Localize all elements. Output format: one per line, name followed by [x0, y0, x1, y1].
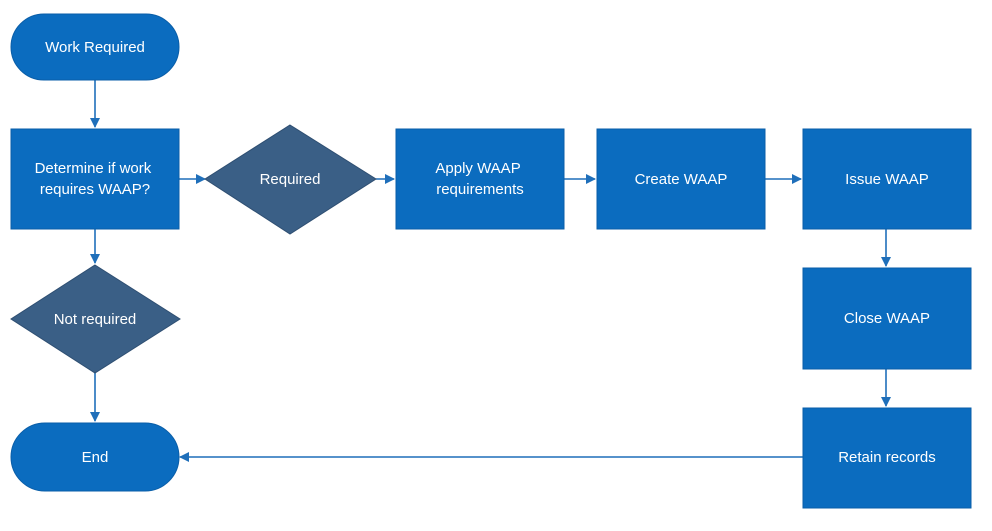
node-issue: Issue WAAP: [802, 128, 972, 230]
process-shape: [802, 407, 972, 509]
terminator-shape: [10, 13, 180, 81]
node-end: End: [10, 422, 180, 492]
terminator-shape: [10, 422, 180, 492]
process-shape: [802, 267, 972, 370]
node-apply-line-2: requirements: [436, 181, 524, 198]
node-work-required: Work Required: [10, 13, 180, 81]
node-work-required-label: Work Required: [45, 39, 145, 56]
node-close: Close WAAP: [802, 267, 972, 370]
decision-shape: [204, 124, 377, 235]
node-determine: Determine if work requires WAAP?: [10, 128, 180, 230]
node-create-label: Create WAAP: [635, 171, 728, 188]
node-required-label: Required: [260, 171, 321, 188]
node-not-required: Not required: [10, 264, 181, 374]
node-determine-line-2: requires WAAP?: [40, 181, 150, 198]
process-shape: [802, 128, 972, 230]
node-apply-line-1: Apply WAAP: [435, 160, 520, 177]
node-close-label: Close WAAP: [844, 310, 930, 327]
node-apply: Apply WAAP requirements: [395, 128, 565, 230]
decision-shape: [10, 264, 181, 374]
process-shape: [596, 128, 766, 230]
node-apply-label: Apply WAAP requirements: [435, 160, 524, 198]
node-retain-label: Retain records: [838, 449, 936, 466]
node-required: Required: [204, 124, 377, 235]
node-create: Create WAAP: [596, 128, 766, 230]
node-end-label: End: [82, 449, 109, 466]
connectors: [90, 80, 891, 462]
node-issue-label: Issue WAAP: [845, 171, 929, 188]
process-shape: [395, 128, 565, 230]
node-determine-label: Determine if work requires WAAP?: [35, 160, 156, 198]
node-determine-line-1: Determine if work: [35, 160, 152, 177]
node-not-required-label: Not required: [54, 311, 137, 328]
node-retain: Retain records: [802, 407, 972, 509]
process-shape: [10, 128, 180, 230]
